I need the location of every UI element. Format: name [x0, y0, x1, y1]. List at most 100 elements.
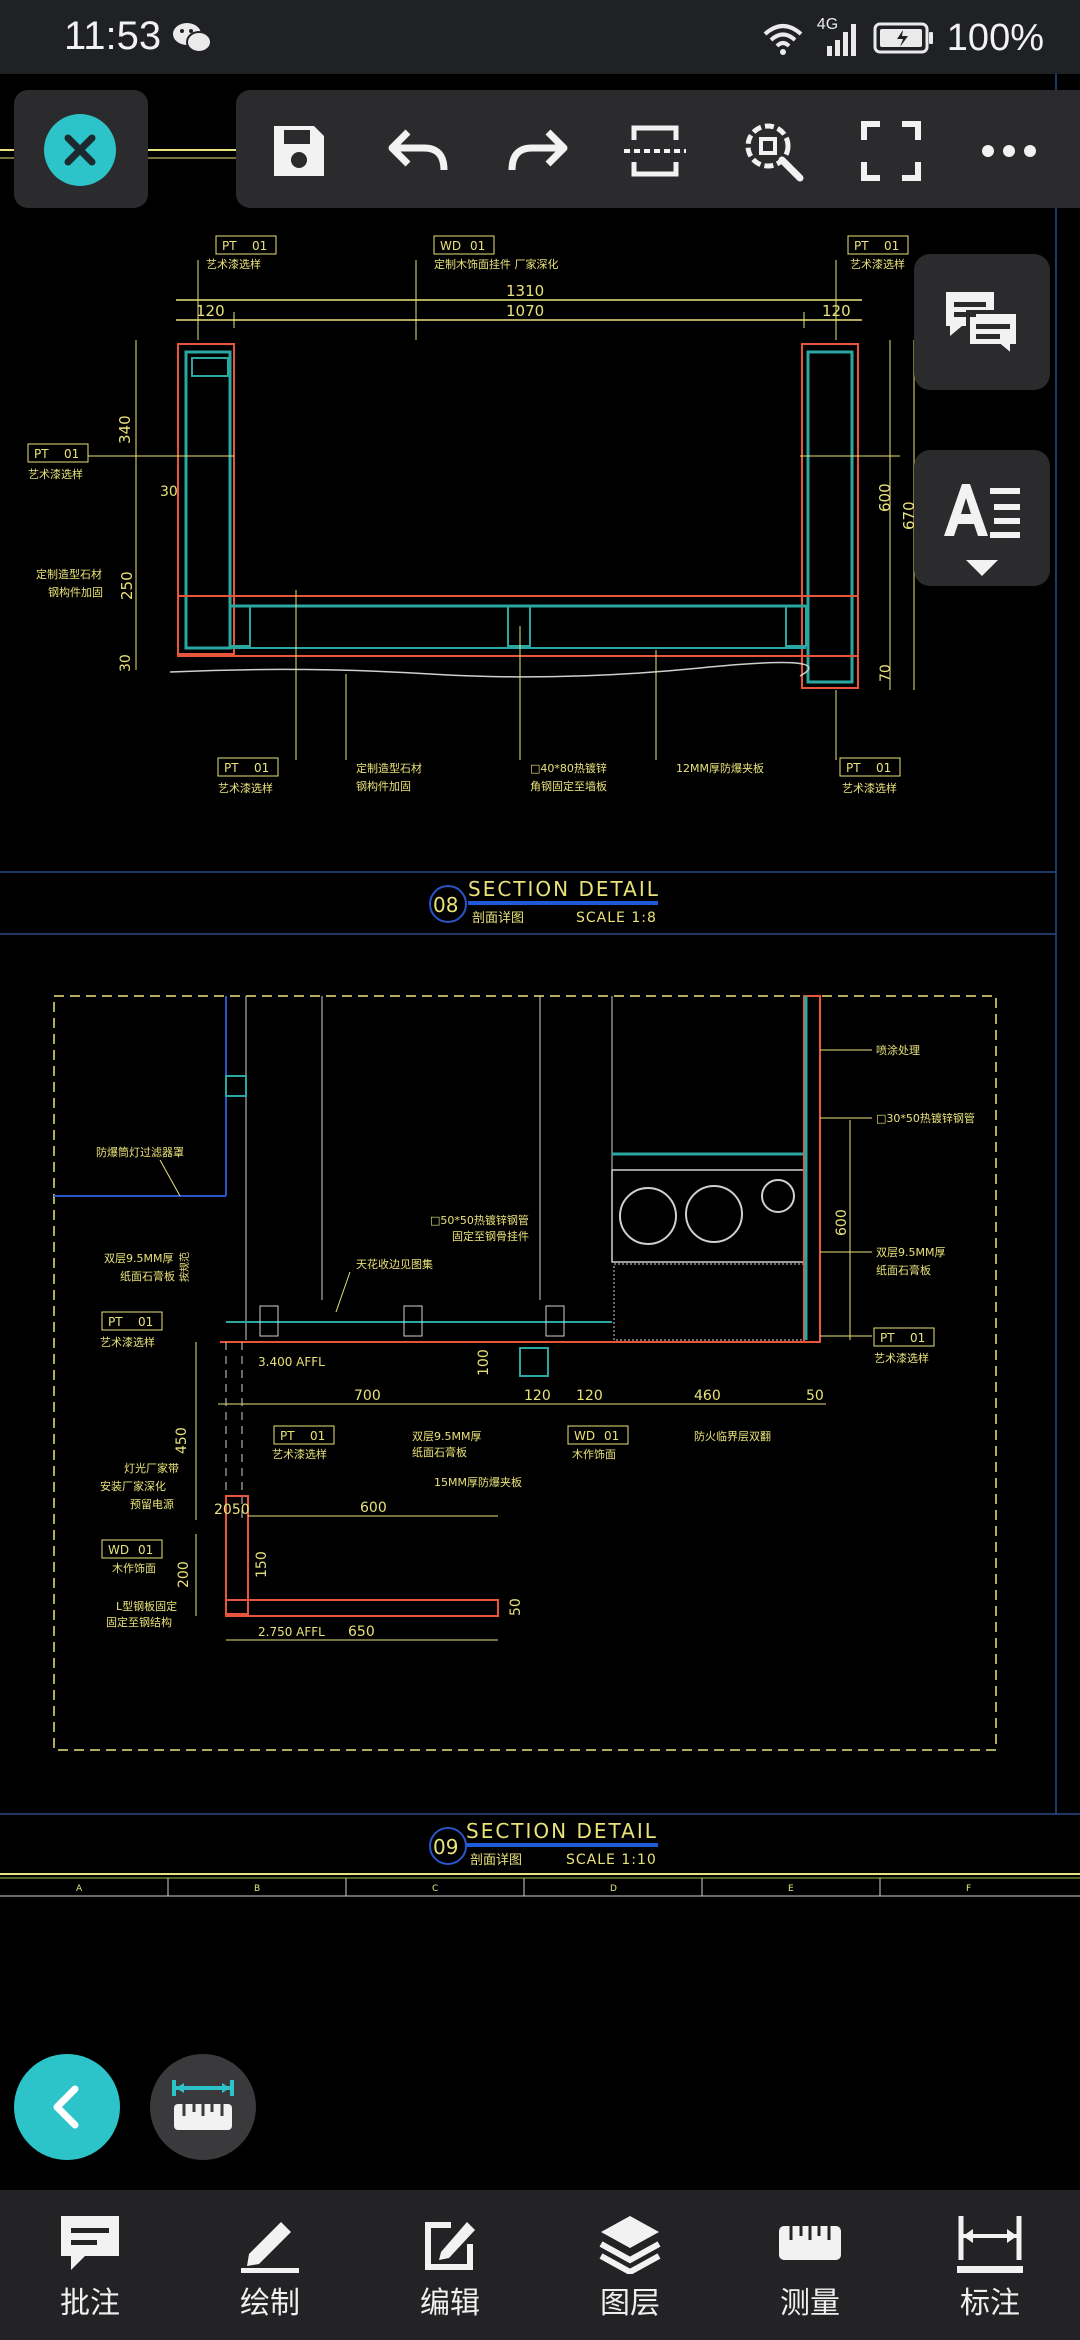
svg-text:艺术漆选样: 艺术漆选样 — [218, 781, 273, 795]
dim-50b: 50 — [508, 1598, 524, 1616]
svg-text:01: 01 — [470, 239, 485, 253]
svg-text:WD: WD — [440, 239, 461, 253]
nav-dimension[interactable]: 标注 — [900, 2190, 1080, 2340]
section-08-subtitle: 剖面详图 — [472, 911, 524, 926]
tag-pt-bottom-left: PT 01 艺术漆选样 — [217, 757, 279, 795]
comments-panel-button[interactable] — [914, 254, 1050, 390]
measure-tool-button[interactable] — [150, 2054, 256, 2160]
svg-text:01: 01 — [252, 239, 267, 253]
ruler-icon — [779, 2226, 841, 2260]
dim-650: 650 — [348, 1624, 375, 1640]
note-ceiling-edge: 天花收边见图集 — [356, 1257, 433, 1271]
nav-comment-label: 批注 — [60, 2286, 120, 2321]
fullscreen-icon[interactable] — [858, 118, 924, 184]
tag-pt-top-left: PT 01 艺术漆选样 — [206, 235, 277, 271]
nav-edit-label: 编辑 — [420, 2286, 480, 2321]
status-time: 11:53 — [64, 14, 162, 58]
note-custom-stone: 定制造型石材 — [36, 567, 102, 581]
svg-text:PT: PT — [224, 761, 239, 775]
dim-h250: 250 — [118, 571, 136, 600]
save-icon[interactable] — [266, 118, 332, 184]
tag-wd-09-center: WD 01 木作饰面 — [567, 1425, 629, 1461]
svg-text:PT: PT — [280, 1429, 295, 1443]
note-lighting-c: 预留电源 — [130, 1497, 174, 1511]
redo-icon[interactable] — [504, 118, 570, 184]
dimension-ruler-icon — [172, 2080, 234, 2130]
dim-700: 700 — [354, 1388, 381, 1404]
svg-text:01: 01 — [910, 1331, 925, 1345]
dim-200: 200 — [176, 1561, 192, 1588]
nav-layers-label: 图层 — [600, 2286, 660, 2321]
note-steel-frame-2: 钢构件加固 — [356, 779, 411, 793]
section-09-drawing: 700 120 120 460 50 100 450 2050 600 150 … — [0, 995, 1080, 1897]
status-bar: 11:53 4G 100% — [0, 0, 1080, 74]
nav-layers[interactable]: 图层 — [540, 2190, 720, 2340]
section-08-number: 08 — [433, 893, 458, 917]
section-08-title: SECTION DETAIL — [468, 877, 660, 901]
svg-text:01: 01 — [64, 447, 79, 461]
dimension-icon — [957, 2216, 1023, 2273]
drawing-canvas[interactable]: 1310 1070 120 120 340 30 250 30 — [0, 74, 1080, 2190]
note-steel-tube-fix: 角钢固定至墙板 — [530, 779, 607, 793]
dim-left: 120 — [196, 302, 225, 320]
svg-text:01: 01 — [310, 1429, 325, 1443]
dim-100: 100 — [476, 1349, 492, 1376]
section-09-scale: SCALE 1:10 — [566, 1852, 657, 1868]
edit-icon — [425, 2222, 475, 2270]
note-lighting-a: 灯光厂家带 — [124, 1461, 179, 1475]
svg-text:01: 01 — [254, 761, 269, 775]
note-ceiling-light: 防爆筒灯过滤器罩 — [96, 1145, 184, 1159]
svg-text:01: 01 — [138, 1315, 153, 1329]
svg-text:定制木饰面挂件 厂家深化: 定制木饰面挂件 厂家深化 — [434, 257, 559, 271]
crop-icon[interactable] — [622, 118, 688, 184]
dim-2050: 2050 — [214, 1502, 250, 1518]
svg-text:艺术漆选样: 艺术漆选样 — [850, 257, 905, 271]
dim-h30a: 30 — [160, 484, 178, 500]
note-gypsum-b2: 纸面石膏板 — [412, 1445, 467, 1459]
grid-label-c: C — [432, 1884, 438, 1894]
tag-pt-left: PT 01 艺术漆选样 — [27, 443, 89, 481]
undo-icon[interactable] — [386, 118, 452, 184]
network-type: 4G — [816, 16, 839, 33]
dim-50a: 50 — [806, 1388, 824, 1404]
note-steel50-fix: 固定至钢骨挂件 — [452, 1229, 529, 1243]
back-button[interactable] — [14, 2054, 120, 2160]
nav-measure[interactable]: 测量 — [720, 2190, 900, 2340]
nav-measure-label: 测量 — [780, 2286, 840, 2321]
nav-edit[interactable]: 编辑 — [360, 2190, 540, 2340]
tag-pt-bottom-right: PT 01 艺术漆选样 — [839, 757, 901, 795]
note-gypsum-b: 双层9.5MM厚 — [412, 1430, 481, 1443]
note-steel-tube: □40*80热镀锌 — [530, 761, 607, 775]
svg-text:木作饰面: 木作饰面 — [572, 1447, 616, 1461]
battery-level: 100% — [946, 16, 1044, 59]
svg-text:艺术漆选样: 艺术漆选样 — [206, 257, 261, 271]
note-lighting-b: 安装厂家深化 — [100, 1479, 166, 1493]
top-toolbar — [236, 90, 1080, 208]
note-spray: 喷涂处理 — [876, 1043, 920, 1057]
nav-draw[interactable]: 绘制 — [180, 2190, 360, 2340]
dim-middle: 1070 — [506, 302, 544, 320]
chat-icon — [946, 292, 1020, 358]
svg-text:PT: PT — [108, 1315, 123, 1329]
grid-label-e: E — [788, 1884, 794, 1894]
svg-text:艺术漆选样: 艺术漆选样 — [272, 1447, 327, 1461]
grid-label-b: B — [254, 1884, 260, 1894]
section-09-title: SECTION DETAIL — [466, 1819, 658, 1843]
tag-pt-09-right: PT 01 艺术漆选样 — [873, 1327, 935, 1365]
close-button[interactable] — [44, 114, 116, 186]
svg-text:01: 01 — [604, 1429, 619, 1443]
svg-text:艺术漆选样: 艺术漆选样 — [28, 467, 83, 481]
svg-text:01: 01 — [876, 761, 891, 775]
level-3400: 3.400 AFFL — [258, 1355, 325, 1369]
comment-icon — [61, 2216, 119, 2270]
more-icon[interactable] — [976, 118, 1042, 184]
svg-text:艺术漆选样: 艺术漆选样 — [874, 1351, 929, 1365]
text-panel-button[interactable] — [914, 450, 1050, 586]
note-plywood15: 15MM厚防爆夹板 — [434, 1475, 522, 1489]
note-steel-frame: 钢构件加固 — [48, 585, 103, 599]
nav-comment[interactable]: 批注 — [0, 2190, 180, 2340]
grid-label-f: F — [966, 1884, 971, 1894]
svg-text:PT: PT — [854, 239, 869, 253]
section-09-number: 09 — [433, 1835, 458, 1859]
zoom-icon[interactable] — [740, 118, 806, 184]
